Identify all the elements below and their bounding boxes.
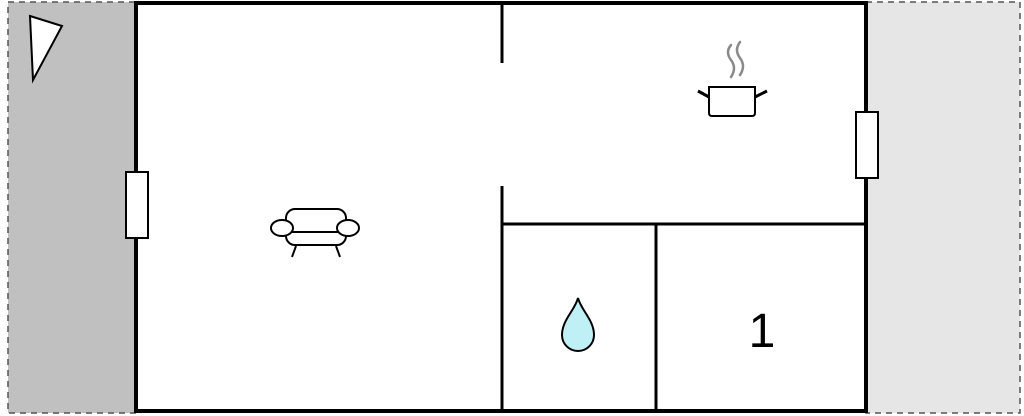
window-left [125, 171, 149, 239]
window-right [855, 111, 879, 179]
cooking-pot-icon [697, 40, 768, 117]
water-drop-icon [560, 297, 596, 352]
right-terrace [865, 1, 1021, 414]
sofa-icon [270, 208, 360, 258]
north-arrow-icon [28, 14, 64, 84]
left-terrace [7, 1, 137, 414]
bedroom-label: 1 [749, 305, 776, 358]
interior-walls [500, 3, 866, 411]
